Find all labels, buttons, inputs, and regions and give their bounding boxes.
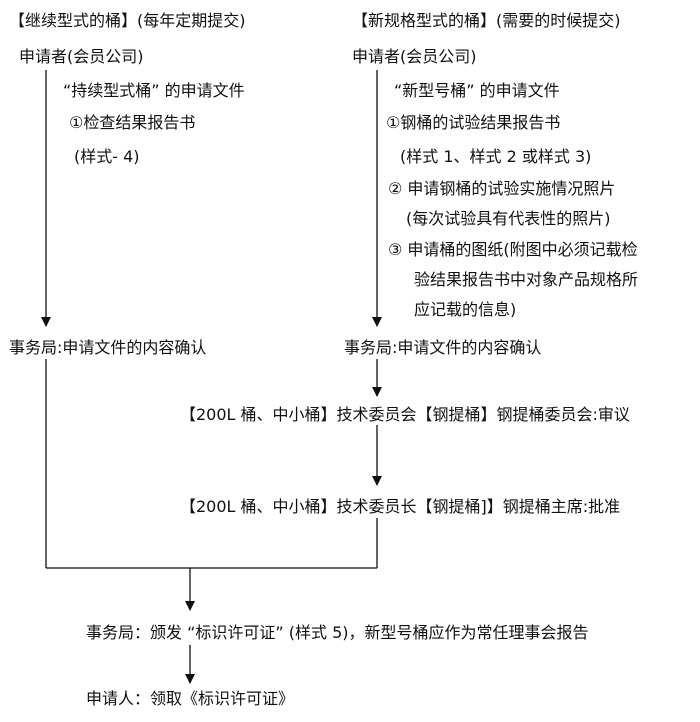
left-item-1-note: (样式- 4)	[74, 147, 140, 166]
right-doc-title: “新型号桶” 的申请文件	[394, 81, 560, 100]
left-item-1: ①检查结果报告书	[69, 113, 196, 132]
left-applicant: 申请者(会员公司)	[19, 47, 144, 66]
right-confirm-step: 事务局:申请文件的内容确认	[344, 338, 542, 357]
committee-approve-step: 【200L 桶、中小桶】技术委员长【钢提桶]】钢提桶主席:批准	[180, 497, 621, 516]
right-header: 【新规格型式的桶】(需要的时候提交)	[352, 11, 621, 30]
committee-review-step: 【200L 桶、中小桶】技术委员会【钢提桶】钢提桶委员会:审议	[180, 405, 630, 424]
right-item-1: ①钢桶的试验结果报告书	[386, 113, 561, 132]
left-doc-title: “持续型式桶” 的申请文件	[63, 81, 245, 100]
right-applicant: 申请者(会员公司)	[352, 47, 477, 66]
right-item-3-line-3: 应记载的信息)	[414, 300, 517, 319]
right-item-3-line-2: 验结果报告书中对象产品规格所	[414, 270, 639, 289]
right-item-1-note: (样式 1、样式 2 或样式 3)	[400, 147, 592, 166]
left-header: 【继续型式的桶】(每年定期提交)	[9, 11, 246, 30]
left-confirm-step: 事务局:申请文件的内容确认	[9, 338, 207, 357]
issue-certificate-step: 事务局：颁发 “标识许可证” (样式 5)，新型号桶应作为常任理事会报告	[86, 623, 589, 642]
receive-certificate-step: 申请人：领取《标识许可证》	[86, 689, 295, 708]
right-item-3-line-1: ③ 申请桶的图纸(附图中必须记载检	[388, 240, 638, 259]
right-item-2-note: (每次试验具有代表性的照片)	[406, 209, 611, 228]
right-item-2: ② 申请钢桶的试验实施情况照片	[388, 179, 616, 198]
